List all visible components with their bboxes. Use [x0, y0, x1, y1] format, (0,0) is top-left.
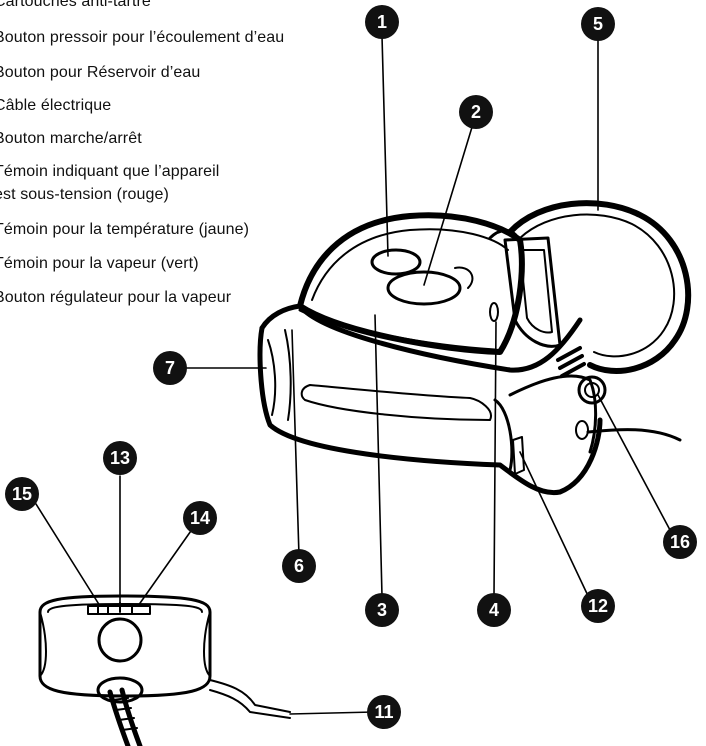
svg-text:16: 16	[670, 532, 690, 552]
legend-item-anti-scale-cartridges: Cartouches anti-tartre	[0, 0, 151, 10]
svg-text:11: 11	[374, 702, 393, 722]
steam-regulator	[575, 375, 682, 442]
legend-item-power-indicator-line1: Témoin indiquant que l’appareil	[0, 163, 220, 180]
callout-1: 1	[365, 5, 399, 39]
legend-item-steam-indicator: Témoin pour la vapeur (vert)	[0, 255, 199, 272]
callout-4: 4	[477, 593, 511, 627]
svg-text:15: 15	[12, 484, 32, 504]
svg-text:13: 13	[110, 448, 130, 468]
svg-text:12: 12	[588, 596, 608, 616]
steam-iron	[297, 212, 525, 355]
callout-6: 6	[282, 549, 316, 583]
legend-item-power-cable: Câble électrique	[0, 97, 112, 114]
svg-text:6: 6	[294, 556, 304, 576]
svg-text:3: 3	[377, 600, 387, 620]
callout-16: 16	[663, 525, 697, 559]
parts-legend: Cartouches anti-tartre Bouton pressoir p…	[0, 0, 380, 320]
legend-item-temperature-indicator: Témoin pour la température (jaune)	[0, 221, 250, 238]
legend-item-water-flow-button: Bouton pressoir pour l’écoulement d’eau	[0, 29, 285, 46]
steam-generator-base	[257, 303, 603, 496]
callout-7: 7	[153, 351, 187, 385]
callout-12: 12	[581, 589, 615, 623]
svg-text:7: 7	[165, 358, 175, 378]
svg-text:5: 5	[593, 14, 603, 34]
anti-scale-unit	[38, 594, 291, 746]
callout-11: 11	[367, 695, 401, 729]
callout-14: 14	[183, 501, 217, 535]
legend-item-power-indicator-line2: est sous-tension (rouge)	[0, 186, 169, 203]
callout-3: 3	[365, 593, 399, 627]
callout-15: 15	[5, 477, 39, 511]
legend-item-steam-regulator: Bouton régulateur pour la vapeur	[0, 289, 232, 306]
callouts: 1 2 3 4 5 6 7 11	[5, 5, 697, 729]
water-tank-lid	[503, 200, 692, 374]
legend-item-on-off-button: Bouton marche/arrêt	[0, 130, 142, 147]
svg-text:4: 4	[489, 600, 499, 620]
svg-text:2: 2	[471, 102, 481, 122]
svg-text:1: 1	[377, 12, 387, 32]
callout-2: 2	[459, 95, 493, 129]
callout-5: 5	[581, 7, 615, 41]
legend-item-water-tank-button: Bouton pour Réservoir d’eau	[0, 64, 201, 81]
callout-13: 13	[103, 441, 137, 475]
leader-lines	[35, 35, 671, 715]
svg-text:14: 14	[190, 508, 210, 528]
